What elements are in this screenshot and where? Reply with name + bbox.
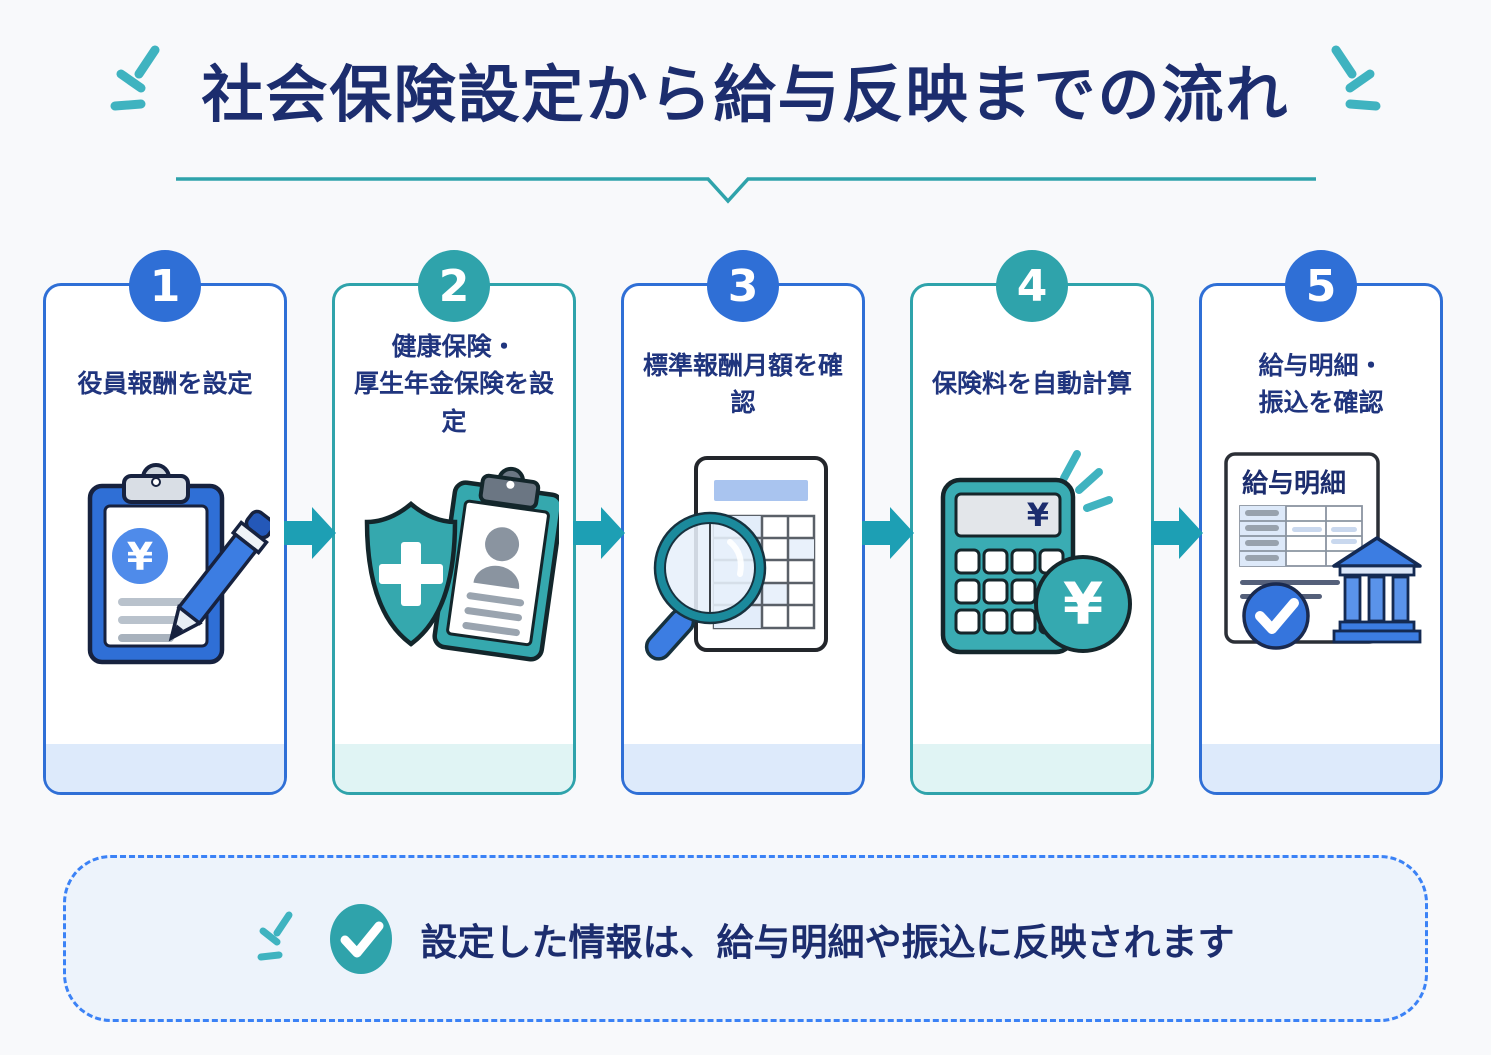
- right-arrow-icon: [1150, 507, 1203, 559]
- title-underline: [175, 176, 1316, 210]
- step-number-badge: 2: [418, 250, 490, 322]
- note-text: 設定した情報は、給与明細や振込に反映されます: [420, 920, 1235, 964]
- sparkle-right-icon: [1331, 45, 1380, 111]
- step-card-5: 5 給与明細・ 振込を確認 給与明細: [1199, 250, 1443, 795]
- svg-text:¥: ¥: [1063, 570, 1103, 638]
- step-label: 役員報酬を設定: [77, 369, 253, 399]
- right-arrow-icon: [572, 507, 625, 559]
- svg-text:給与明細: 給与明細: [1242, 468, 1346, 499]
- step-number-badge: 4: [996, 250, 1068, 322]
- summary-note: 設定した情報は、給与明細や振込に反映されます: [63, 855, 1428, 1022]
- step-card-2: 2 健康保険・ 厚生年金保険を設定: [332, 250, 576, 795]
- right-arrow-icon: [283, 507, 336, 559]
- page-title: 社会保険設定から給与反映までの流れ: [201, 58, 1290, 131]
- sparkle-left-icon: [110, 45, 160, 111]
- step-number-badge: 3: [707, 250, 779, 322]
- svg-text:¥: ¥: [127, 535, 153, 579]
- clipboard-yen-pen-icon: ¥: [46, 432, 284, 700]
- magnifier-table-icon: [624, 432, 862, 700]
- calculator-yen-icon: ¥: [913, 432, 1151, 700]
- sparkle-note-icon: [257, 911, 292, 960]
- step-card-4: 4 保険料を自動計算 ¥: [910, 250, 1154, 795]
- card-footer-strip: [624, 744, 862, 792]
- step-label: 健康保険・ 厚生年金保険を設定: [353, 331, 554, 436]
- step-label: 給与明細・ 振込を確認: [1258, 350, 1384, 418]
- step-card-1: 1 役員報酬を設定 ¥: [43, 250, 287, 795]
- card-footer-strip: [46, 744, 284, 792]
- shield-clipboard-icon: [335, 432, 573, 700]
- card-footer-strip: [1202, 744, 1440, 792]
- arrow-4: [1150, 250, 1203, 795]
- step-number-badge: 1: [129, 250, 201, 322]
- payslip-bank-check-icon: 給与明細: [1202, 432, 1440, 700]
- step-label: 保険料を自動計算: [931, 369, 1132, 399]
- arrow-1: [283, 250, 336, 795]
- svg-text:¥: ¥: [1027, 496, 1049, 534]
- card-footer-strip: [913, 744, 1151, 792]
- arrow-3: [861, 250, 914, 795]
- arrow-2: [572, 250, 625, 795]
- card-footer-strip: [335, 744, 573, 792]
- step-label: 標準報酬月額を確認: [642, 350, 843, 418]
- step-card-3: 3 標準報酬月額を確認: [621, 250, 865, 795]
- check-circle-icon: [329, 903, 392, 974]
- right-arrow-icon: [861, 507, 914, 559]
- header: 社会保険設定から給与反映までの流れ: [0, 40, 1491, 132]
- steps-row: 1 役員報酬を設定 ¥: [43, 250, 1443, 795]
- step-number-badge: 5: [1285, 250, 1357, 322]
